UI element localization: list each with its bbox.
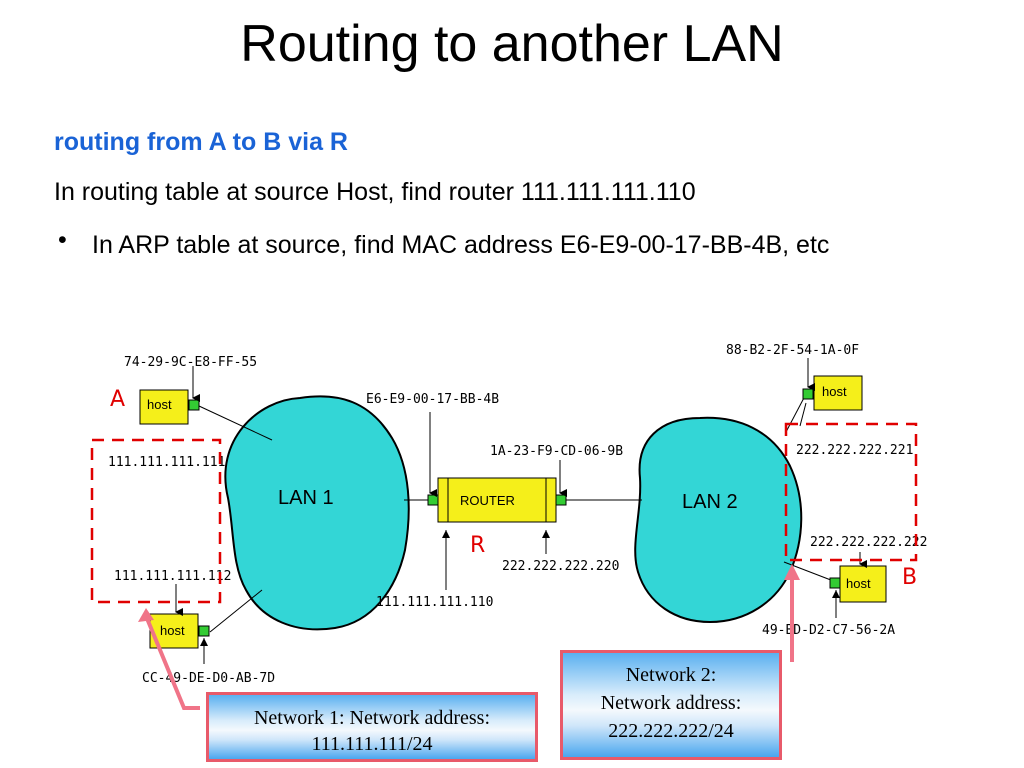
host-a-label: host [147, 397, 172, 412]
network1-callout: Network 1: Network address: 111.111.111/… [206, 692, 538, 762]
callout2-pointer-head [784, 564, 800, 580]
bullet-dot: • [58, 226, 67, 254]
label-b: B [902, 565, 917, 590]
network1-callout-line1: Network 1: Network address: [253, 707, 491, 729]
host-bottom-left-label: host [160, 623, 185, 638]
host-top-right-label: host [822, 384, 847, 399]
label-r: R [470, 533, 485, 558]
ip-host-a: 111.111.111.111 [108, 455, 225, 470]
arrow-mac-b-head [832, 590, 840, 598]
ip-router-lan2: 222.222.222.220 [502, 559, 619, 574]
arp-bullet-text: In ARP table at source, find MAC address… [92, 231, 830, 259]
arrow-ip-top-right [799, 402, 807, 427]
network2-dashed-boundary [784, 422, 918, 562]
arrow-mac-bottom-left-head [200, 638, 208, 646]
mac-host-b: 49-BD-D2-C7-56-2A [762, 623, 895, 638]
mac-host-a: 74-29-9C-E8-FF-55 [124, 355, 257, 370]
arrow-ip-router-lan1-head [442, 530, 450, 538]
ip-host-top-right: 222.222.222.221 [796, 443, 913, 458]
slide-subtitle: routing from A to B via R [54, 128, 348, 156]
mac-router-lan2: 1A-23-F9-CD-06-9B [490, 444, 623, 459]
ip-host-bottom-left: 111.111.111.112 [114, 569, 231, 584]
lan2-cloud [634, 416, 803, 624]
link-host-right-lan2 [785, 393, 807, 433]
lan2-label: LAN 2 [682, 491, 738, 513]
network1-callout-line2: 111.111.111/24 [311, 733, 433, 755]
host-a-port [188, 399, 200, 411]
network1-dashed-boundary [90, 438, 222, 604]
mac-host-top-right: 88-B2-2F-54-1A-0F [726, 343, 859, 358]
mac-host-bottom-left: CC-49-DE-D0-AB-7D [142, 671, 275, 686]
ip-router-lan1: 111.111.111.110 [376, 595, 493, 610]
router-label: ROUTER [460, 493, 515, 508]
routing-table-text: In routing table at source Host, find ro… [54, 178, 696, 206]
host-top-right [813, 375, 863, 411]
callout1-pointer-head [138, 608, 154, 622]
network2-callout-line2: Network address: [600, 692, 742, 714]
network2-callout-line3: 222.222.222/24 [608, 720, 734, 742]
host-b [839, 565, 887, 603]
slide-title: Routing to another LAN [240, 15, 784, 73]
network2-callout: Network 2: Network address: 222.222.222/… [560, 650, 782, 760]
link-host-left-lan1 [209, 589, 263, 633]
link-host-a-lan1 [198, 405, 273, 441]
host-top-right-port [802, 388, 814, 400]
host-bottom-left-port [198, 625, 210, 637]
link-host-b-lan2 [783, 561, 837, 583]
lan1-cloud [224, 395, 410, 631]
router-port-lan1 [427, 494, 439, 506]
router-port-lan2 [555, 494, 567, 506]
host-a [139, 389, 189, 425]
label-a: A [110, 387, 125, 412]
ip-host-b: 222.222.222.222 [810, 535, 927, 550]
network2-callout-line1: Network 2: [625, 664, 717, 686]
arrow-ip-router-lan2-head [542, 530, 550, 538]
host-b-label: host [846, 576, 871, 591]
host-b-port [829, 577, 841, 589]
router-box [437, 477, 557, 523]
lan1-label: LAN 1 [278, 487, 334, 509]
callout1-pointer [144, 615, 200, 710]
mac-router-lan1: E6-E9-00-17-BB-4B [366, 392, 499, 407]
